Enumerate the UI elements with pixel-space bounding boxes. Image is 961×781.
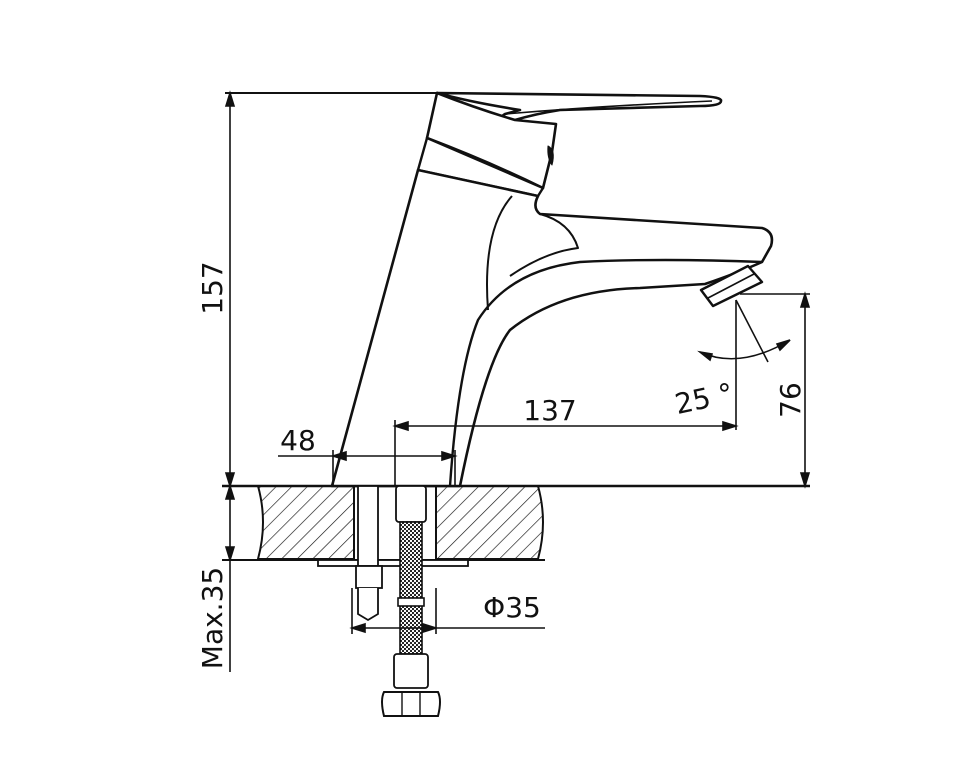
stud-nut <box>355 565 383 589</box>
cap-side-knob <box>547 145 554 166</box>
spout-underside <box>448 258 763 487</box>
under-counter-fixings <box>317 485 469 717</box>
countertop-section <box>222 484 810 561</box>
label-offset-48: 48 <box>280 424 316 457</box>
body-inner-curve <box>509 213 579 277</box>
countertop-right-hatch <box>435 485 544 560</box>
stud-tail <box>357 588 379 622</box>
dim-angle-arc <box>699 339 791 360</box>
body-shadow-curve <box>486 195 513 311</box>
label-height-157: 157 <box>196 261 229 314</box>
countertop-left-hatch <box>256 485 355 560</box>
lever-handle <box>435 91 723 124</box>
hose-middle-band <box>397 597 425 607</box>
aerator-ring <box>707 273 755 299</box>
lever-inner-line <box>504 100 713 115</box>
hose-bottom-ferrule <box>393 653 429 689</box>
mounting-washer <box>317 559 469 567</box>
label-height-76: 76 <box>774 382 807 418</box>
label-hole-phi35: Φ35 <box>483 591 541 624</box>
flexible-hose-braid <box>399 521 423 655</box>
dimension-lines <box>224 90 811 672</box>
threaded-stud <box>357 485 379 567</box>
hose-hex-nut <box>381 691 441 717</box>
label-reach-137: 137 <box>523 394 576 427</box>
label-max-35: Max.35 <box>196 567 229 669</box>
label-angle-25: 25 ° <box>672 376 736 420</box>
faucet-body <box>330 91 774 488</box>
body-column <box>330 168 774 488</box>
hose-top-ferrule <box>395 485 427 523</box>
